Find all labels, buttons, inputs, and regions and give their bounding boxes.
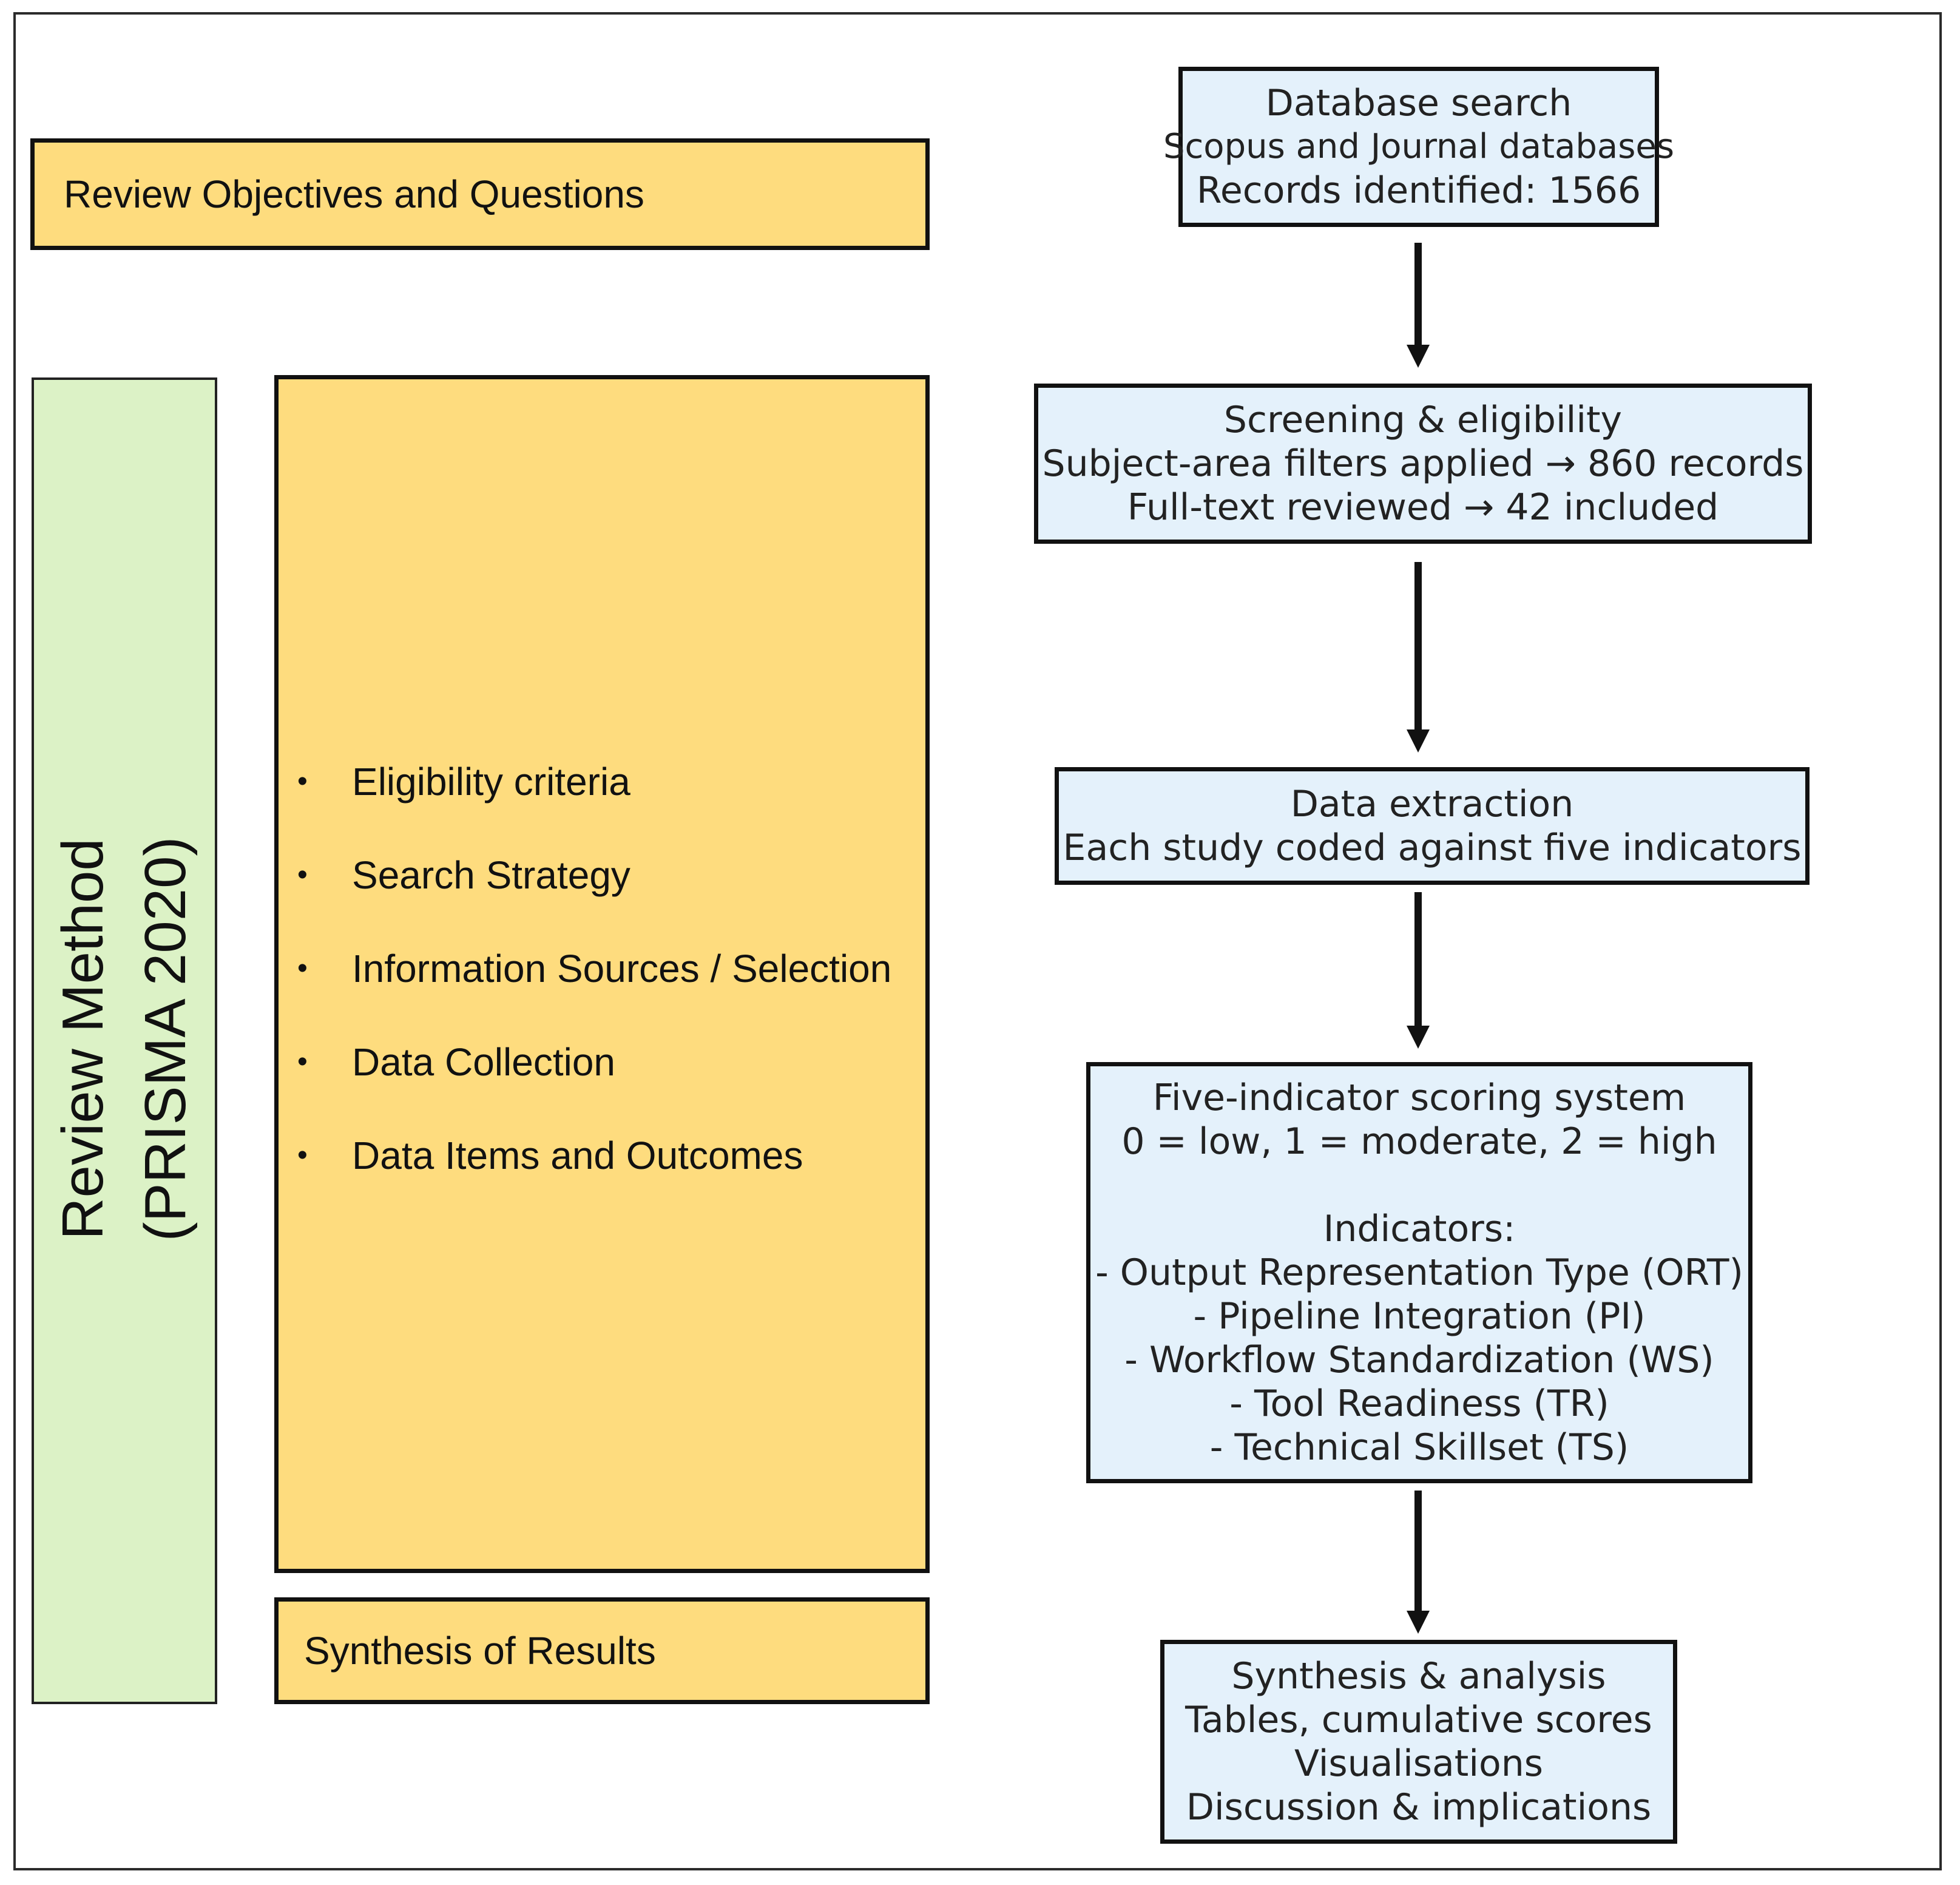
database-search-count: Records identified: 1566	[1196, 169, 1641, 212]
method-steps-box	[274, 375, 930, 1573]
scoring-title: Five-indicator scoring system	[1152, 1077, 1686, 1119]
synthesis-analysis-line: Discussion & implications	[1186, 1786, 1652, 1829]
arrow-search-to-screening	[1407, 243, 1430, 368]
arrow-scoring-to-synthesis	[1407, 1491, 1430, 1634]
screening-box: Screening & eligibility Subject-area fil…	[1034, 384, 1812, 544]
synthesis-analysis-box: Synthesis & analysis Tables, cumulative …	[1160, 1640, 1677, 1844]
screening-filter-line: Subject-area filters applied → 860 recor…	[1042, 442, 1804, 485]
synthesis-analysis-line: Visualisations	[1294, 1742, 1543, 1785]
figure-frame	[13, 12, 1942, 1870]
screening-fulltext-line: Full-text reviewed → 42 included	[1127, 486, 1719, 529]
review-method-box	[32, 377, 217, 1704]
database-search-box: Database search Scopus and Journal datab…	[1163, 67, 1674, 227]
synthesis-results-label: Synthesis of Results	[304, 1629, 656, 1673]
arrow-screening-to-extraction	[1407, 562, 1430, 753]
review-method-subtitle: (PRISMA 2020)	[133, 836, 198, 1242]
synthesis-analysis-title: Synthesis & analysis	[1231, 1655, 1606, 1697]
indicator-item: - Workflow Standardization (WS)	[1124, 1339, 1714, 1381]
data-extraction-title: Data extraction	[1290, 783, 1574, 825]
bullet-icon: •	[297, 1046, 308, 1078]
indicator-item: - Pipeline Integration (PI)	[1193, 1295, 1646, 1338]
data-extraction-detail: Each study coded against five indicators	[1063, 827, 1802, 869]
list-item-label: Data Items and Outcomes	[352, 1134, 803, 1177]
scoring-scale: 0 = low, 1 = moderate, 2 = high	[1121, 1120, 1717, 1163]
list-item-label: Eligibility criteria	[352, 760, 630, 804]
bullet-icon: •	[297, 859, 308, 891]
database-search-title: Database search	[1265, 82, 1572, 124]
review-objectives-label: Review Objectives and Questions	[64, 172, 644, 216]
screening-title: Screening & eligibility	[1223, 399, 1623, 441]
database-search-sources: Scopus and Journal databases	[1163, 127, 1675, 166]
review-method-title: Review Method	[50, 838, 115, 1240]
list-item-label: Information Sources / Selection	[352, 947, 892, 990]
review-objectives-box: Review Objectives and Questions	[30, 138, 930, 250]
arrow-extraction-to-scoring	[1407, 892, 1430, 1049]
list-item-label: Search Strategy	[352, 853, 630, 897]
synthesis-results-box: Synthesis of Results	[274, 1597, 930, 1704]
indicator-item: - Technical Skillset (TS)	[1209, 1426, 1629, 1469]
bullet-icon: •	[297, 1139, 308, 1171]
list-item-label: Data Collection	[352, 1040, 615, 1084]
indicators-heading: Indicators:	[1323, 1208, 1516, 1250]
bullet-icon: •	[297, 952, 308, 984]
synthesis-analysis-line: Tables, cumulative scores	[1185, 1699, 1652, 1741]
indicator-item: - Output Representation Type (ORT)	[1095, 1251, 1743, 1294]
scoring-system-box: Five-indicator scoring system 0 = low, 1…	[1086, 1062, 1752, 1483]
bullet-icon: •	[297, 765, 308, 797]
indicator-item: - Tool Readiness (TR)	[1229, 1382, 1609, 1425]
data-extraction-box: Data extraction Each study coded against…	[1055, 767, 1810, 885]
